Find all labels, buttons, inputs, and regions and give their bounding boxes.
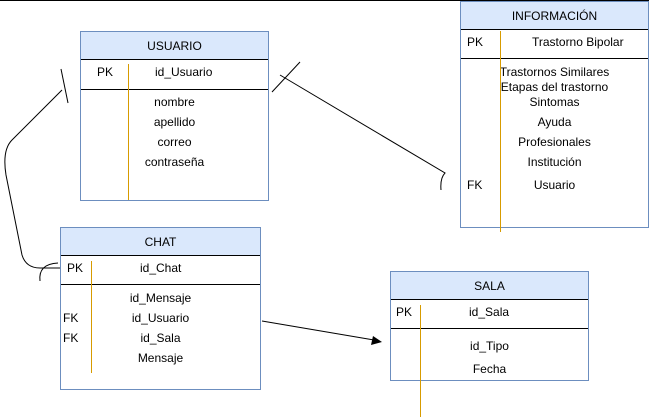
sala-pk-row: [391, 300, 588, 329]
usuario-field: nombre: [154, 95, 195, 109]
usuario-informacion-one-mark: [271, 61, 301, 93]
sala-table-header: SALA: [391, 272, 588, 300]
informacion-fk-field: Usuario: [533, 178, 576, 192]
informacion-field: Ayuda: [537, 115, 572, 129]
informacion-field: Etapas del trastorno: [500, 80, 609, 94]
chat-table-title: CHAT: [144, 235, 177, 249]
sala-table-title: SALA: [474, 279, 505, 293]
chat-fk-label: FK: [63, 311, 79, 325]
usuario-field: apellido: [153, 115, 196, 129]
usuario-pk-field: id_Usuario: [155, 65, 213, 79]
informacion-fk-label: FK: [467, 178, 483, 192]
chat-field: id_Usuario: [131, 311, 190, 325]
chat-field: id_Mensaje: [129, 291, 192, 305]
usuario-field: correo: [157, 135, 192, 149]
chat-sala-arrowhead: [371, 336, 382, 345]
chat-fk-label: FK: [63, 331, 79, 345]
usuario-chat-one-mark: [60, 68, 69, 104]
informacion-field: Trastornos Similares: [499, 65, 610, 79]
usuario-key-separator: [128, 64, 129, 200]
informacion-table[interactable]: INFORMACIÓN PK Trastorno Bipolar Trastor…: [460, 1, 649, 232]
usuario-table-header: USUARIO: [81, 32, 268, 60]
chat-table[interactable]: CHAT PK id_Chat id_Mensaje FK id_Usuario…: [60, 227, 261, 390]
informacion-pk-field: Trastorno Bipolar: [532, 35, 624, 49]
usuario-pk-label: PK: [97, 65, 114, 79]
informacion-table-header: INFORMACIÓN: [461, 2, 648, 30]
informacion-key-separator: [500, 31, 501, 232]
chat-sala-connector: [261, 320, 375, 341]
sala-table[interactable]: SALA PK id_Sala id_Tipo Fecha: [390, 271, 589, 417]
sala-field: id_Tipo: [470, 339, 509, 353]
informacion-field: Institución: [527, 155, 582, 169]
usuario-table[interactable]: USUARIO PK id_Usuario nombre apellido co…: [80, 31, 269, 201]
sala-pk-field: id_Sala: [469, 305, 510, 319]
chat-key-separator: [91, 261, 92, 373]
sala-field: Fecha: [472, 362, 507, 376]
sala-key-separator: [420, 305, 421, 417]
informacion-pk-label: PK: [467, 35, 484, 49]
chat-pk-row: [61, 256, 260, 285]
usuario-informacion-connector: [279, 74, 446, 191]
informacion-field: Sintomas: [529, 95, 580, 109]
chat-pk-field: id_Chat: [140, 261, 182, 275]
chat-table-header: CHAT: [61, 228, 260, 256]
chat-field: Mensaje: [137, 351, 184, 365]
usuario-chat-end-mark: [39, 262, 59, 282]
usuario-table-title: USUARIO: [147, 39, 202, 53]
sala-pk-label: PK: [396, 305, 413, 319]
chat-field: id_Sala: [140, 331, 181, 345]
usuario-field: contraseña: [144, 155, 205, 169]
informacion-table-title: INFORMACIÓN: [511, 9, 598, 23]
usuario-chat-connector: [4, 89, 63, 269]
informacion-pk-row: [461, 30, 648, 59]
chat-pk-label: PK: [67, 261, 84, 275]
informacion-field: Profesionales: [518, 135, 591, 149]
usuario-pk-row: [81, 60, 268, 90]
